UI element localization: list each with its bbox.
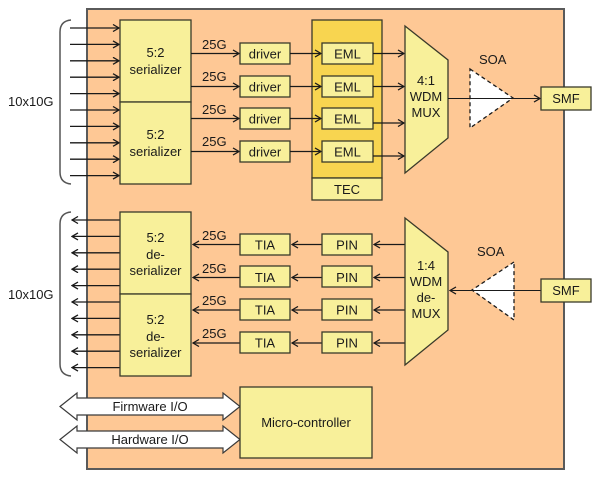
transmitter-section: 10x10G 5:2 serializer 5:2 serializer TEC… — [8, 19, 592, 201]
tx-smf-label: SMF — [552, 91, 580, 106]
demux-label-2: WDM — [410, 274, 443, 289]
input-label: 10x10G — [8, 94, 54, 109]
rx-smf-label: SMF — [552, 283, 580, 298]
demux-label-1: 1:4 — [417, 258, 435, 273]
pin-2 — [321, 265, 373, 288]
eml-1-label: EML — [334, 47, 361, 62]
deserializer-1 — [119, 211, 192, 295]
tx-lane-3: 25G driver EML — [191, 102, 404, 130]
eml-3-label: EML — [334, 112, 361, 127]
tx-soa-label: SOA — [479, 52, 507, 67]
pin-3 — [321, 298, 373, 321]
mux-label-2: WDM — [410, 89, 443, 104]
driver-1-label: driver — [249, 47, 282, 62]
deserializer-1-line2: de- — [146, 247, 165, 262]
eml-3 — [321, 107, 374, 130]
tia-4 — [239, 331, 291, 354]
serializer-1-ratio: 5:2 — [146, 45, 164, 60]
pin-4 — [321, 331, 373, 354]
rx-lane-1: 25G TIA PIN — [193, 228, 405, 256]
wdm-demux — [404, 216, 449, 367]
tia-1 — [239, 233, 291, 256]
rx-lane-3: 25G TIA PIN — [193, 293, 405, 321]
firmware-io-label: Firmware I/O — [112, 399, 187, 414]
mux-label-3: MUX — [412, 105, 441, 120]
tx-lane-2-rate: 25G — [202, 69, 227, 84]
tia-4-label: TIA — [255, 336, 276, 351]
pin-2-label: PIN — [336, 270, 358, 285]
deserializer-2 — [119, 293, 192, 377]
microcontroller-label: Micro-controller — [261, 415, 351, 430]
deserializer-2-ratio: 5:2 — [146, 312, 164, 327]
receiver-section: 10x10G 5:2 de- serializer 5:2 de- serial… — [8, 211, 592, 377]
demux-label-3: de- — [417, 290, 436, 305]
rx-lane-1-rate: 25G — [202, 228, 227, 243]
pin-4-label: PIN — [336, 336, 358, 351]
eml-2-label: EML — [334, 80, 361, 95]
rx-smf — [540, 278, 592, 303]
tx-lane-1-rate: 25G — [202, 37, 227, 52]
tx-lane-2: 25G driver EML — [191, 69, 404, 98]
demux-label-4: MUX — [412, 306, 441, 321]
driver-4-label: driver — [249, 145, 282, 160]
deserializer-2-line3: serializer — [129, 345, 182, 360]
deserializer-2-line2: de- — [146, 329, 165, 344]
output-label: 10x10G — [8, 287, 54, 302]
eml-4 — [321, 140, 374, 163]
eml-4-label: EML — [334, 145, 361, 160]
tec-block — [311, 177, 383, 201]
tia-2-label: TIA — [255, 270, 276, 285]
rx-lane-4: 25G TIA PIN — [193, 326, 405, 354]
pin-1 — [321, 233, 373, 256]
serializer-2-ratio: 5:2 — [146, 127, 164, 142]
rx-lane-4-rate: 25G — [202, 326, 227, 341]
tx-lane-4-rate: 25G — [202, 134, 227, 149]
driver-2-label: driver — [249, 80, 282, 95]
deserializer-1-line3: serializer — [129, 263, 182, 278]
control-section: Firmware I/O Hardware I/O Micro-controll… — [59, 386, 373, 459]
tia-3-label: TIA — [255, 303, 276, 318]
deserializer-1-ratio: 5:2 — [146, 230, 164, 245]
tia-2 — [239, 265, 291, 288]
tx-lane-4: 25G driver EML — [191, 134, 404, 163]
mux-label-1: 4:1 — [417, 73, 435, 88]
rx-lane-2: 25G TIA PIN — [193, 261, 405, 288]
output-lanes — [72, 220, 120, 368]
pin-1-label: PIN — [336, 238, 358, 253]
wdm-mux — [404, 24, 449, 175]
tia-3 — [239, 298, 291, 321]
serializer-1-label: serializer — [129, 62, 182, 77]
rx-lane-2-rate: 25G — [202, 261, 227, 276]
input-bracket — [59, 19, 72, 185]
tx-lane-3-rate: 25G — [202, 102, 227, 117]
input-lanes — [70, 28, 119, 176]
serializer-1 — [119, 19, 192, 103]
tx-smf — [540, 86, 592, 111]
serializer-2-label: serializer — [129, 144, 182, 159]
hardware-io-label: Hardware I/O — [111, 432, 188, 447]
pin-3-label: PIN — [336, 303, 358, 318]
output-bracket — [59, 211, 72, 377]
rx-lane-3-rate: 25G — [202, 293, 227, 308]
serializer-2 — [119, 101, 192, 185]
tec-label: TEC — [334, 182, 360, 197]
tx-lane-1: 25G driver EML — [191, 37, 404, 65]
driver-3-label: driver — [249, 112, 282, 127]
tia-1-label: TIA — [255, 238, 276, 253]
microcontroller — [239, 386, 373, 459]
rx-soa-label: SOA — [477, 244, 505, 259]
